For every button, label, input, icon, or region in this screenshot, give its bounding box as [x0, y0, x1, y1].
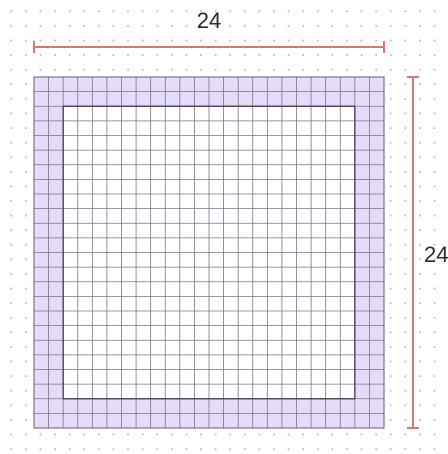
grid-outline [33, 76, 385, 429]
height-dimension-label: 24 [424, 242, 448, 267]
height-dimension-marker [407, 76, 419, 429]
width-dimension-marker [33, 41, 385, 53]
width-dimension-label: 24 [196, 8, 222, 33]
live-area-outline [62, 105, 356, 400]
grid-layer [33, 76, 385, 429]
